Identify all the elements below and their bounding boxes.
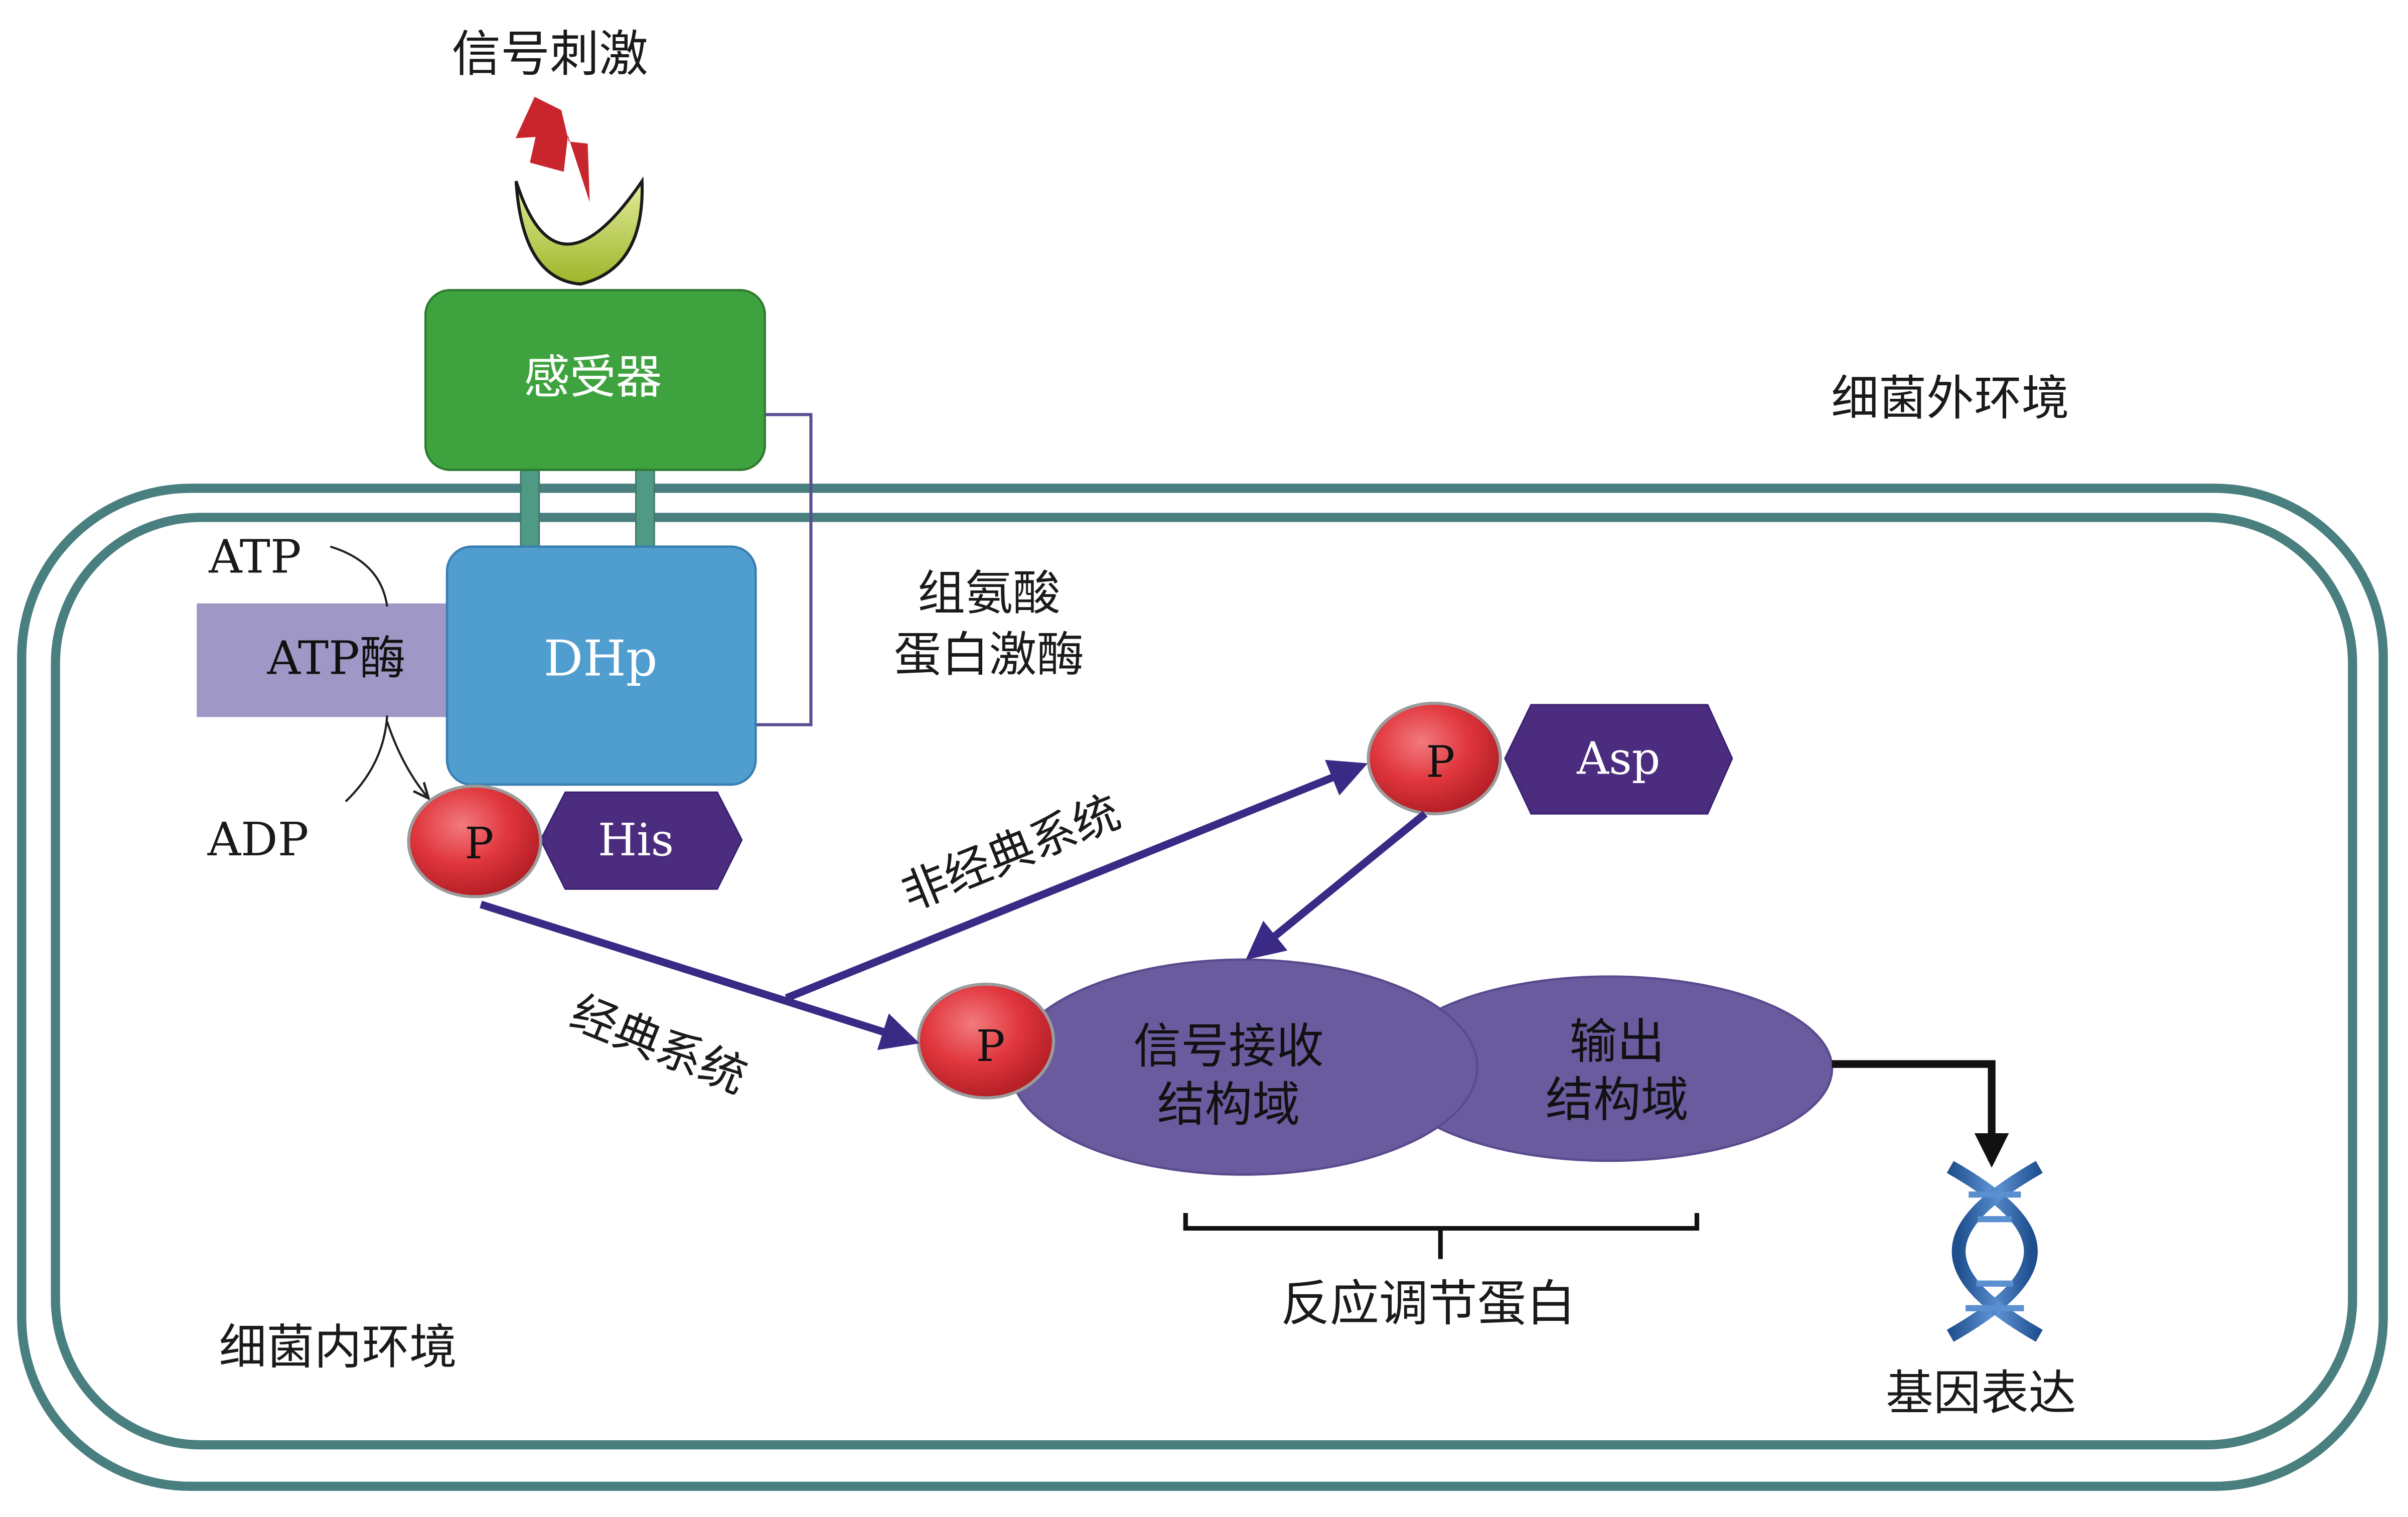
receiver-domain-label-line2: 结构域 (1157, 1077, 1300, 1132)
atpase-box (197, 603, 461, 717)
histidine-kinase-label-line2: 蛋白激酶 (894, 628, 1085, 683)
atpase-label: ATP酶 (267, 632, 406, 685)
asp-label: Asp (1576, 733, 1660, 785)
adp-label: ADP (207, 813, 309, 866)
asp-phosphate-label: P (1426, 737, 1455, 788)
gene-expression-arrow (1832, 1060, 2009, 1168)
extracellular-env-label: 细菌外环境 (1831, 371, 2069, 426)
noncanonical-system-label: 非经典系统 (894, 785, 1128, 921)
gene-expression-label: 基因表达 (1886, 1366, 2076, 1421)
canonical-system-label: 经典系统 (563, 985, 755, 1104)
receiver-domain-label-line1: 信号接收 (1133, 1019, 1324, 1074)
dhp-label: DHp (544, 631, 658, 688)
cell-membrane-outer (17, 484, 2388, 1491)
ligand-crescent-icon (514, 176, 644, 286)
histidine-kinase-bracket (756, 413, 813, 726)
asp-phosphate (1367, 701, 1502, 816)
atp-consumption-curve (330, 545, 388, 607)
response-regulator-label: 反应调节蛋白 (1281, 1275, 1576, 1332)
dhp-box (445, 545, 757, 786)
output-domain-label-line2: 结构域 (1546, 1073, 1689, 1128)
histidine-kinase-label-line1: 组氨酸 (918, 566, 1061, 621)
atp-label: ATP (208, 530, 301, 584)
noncanonical-arrow-to-receiver (1246, 811, 1428, 960)
noncanonical-arrow-to-asp (785, 760, 1368, 1002)
canonical-arrow (480, 900, 920, 1050)
his-label: His (598, 814, 674, 866)
sensor-box (424, 289, 766, 471)
adp-release-curve (345, 715, 388, 803)
response-regulator-bracket (1183, 1212, 1700, 1259)
dna-helix-icon (1946, 1161, 2043, 1342)
asp-hexagon (1504, 704, 1733, 815)
receiver-phosphate-label: P (976, 1021, 1005, 1072)
cell-membrane-inner (51, 513, 2357, 1450)
his-phosphate-label: P (465, 819, 494, 869)
his-phosphate (407, 785, 542, 898)
phosphate-transfer-arrow (386, 721, 429, 799)
lightning-bolt-icon (515, 96, 590, 203)
signal-stimulus-label: 信号刺激 (452, 26, 648, 83)
intracellular-env-label: 细菌内环境 (219, 1320, 457, 1375)
output-domain-label-line1: 输出 (1569, 1014, 1665, 1070)
tm-helix-right (635, 460, 655, 554)
sensor-label: 感受器 (524, 351, 662, 404)
